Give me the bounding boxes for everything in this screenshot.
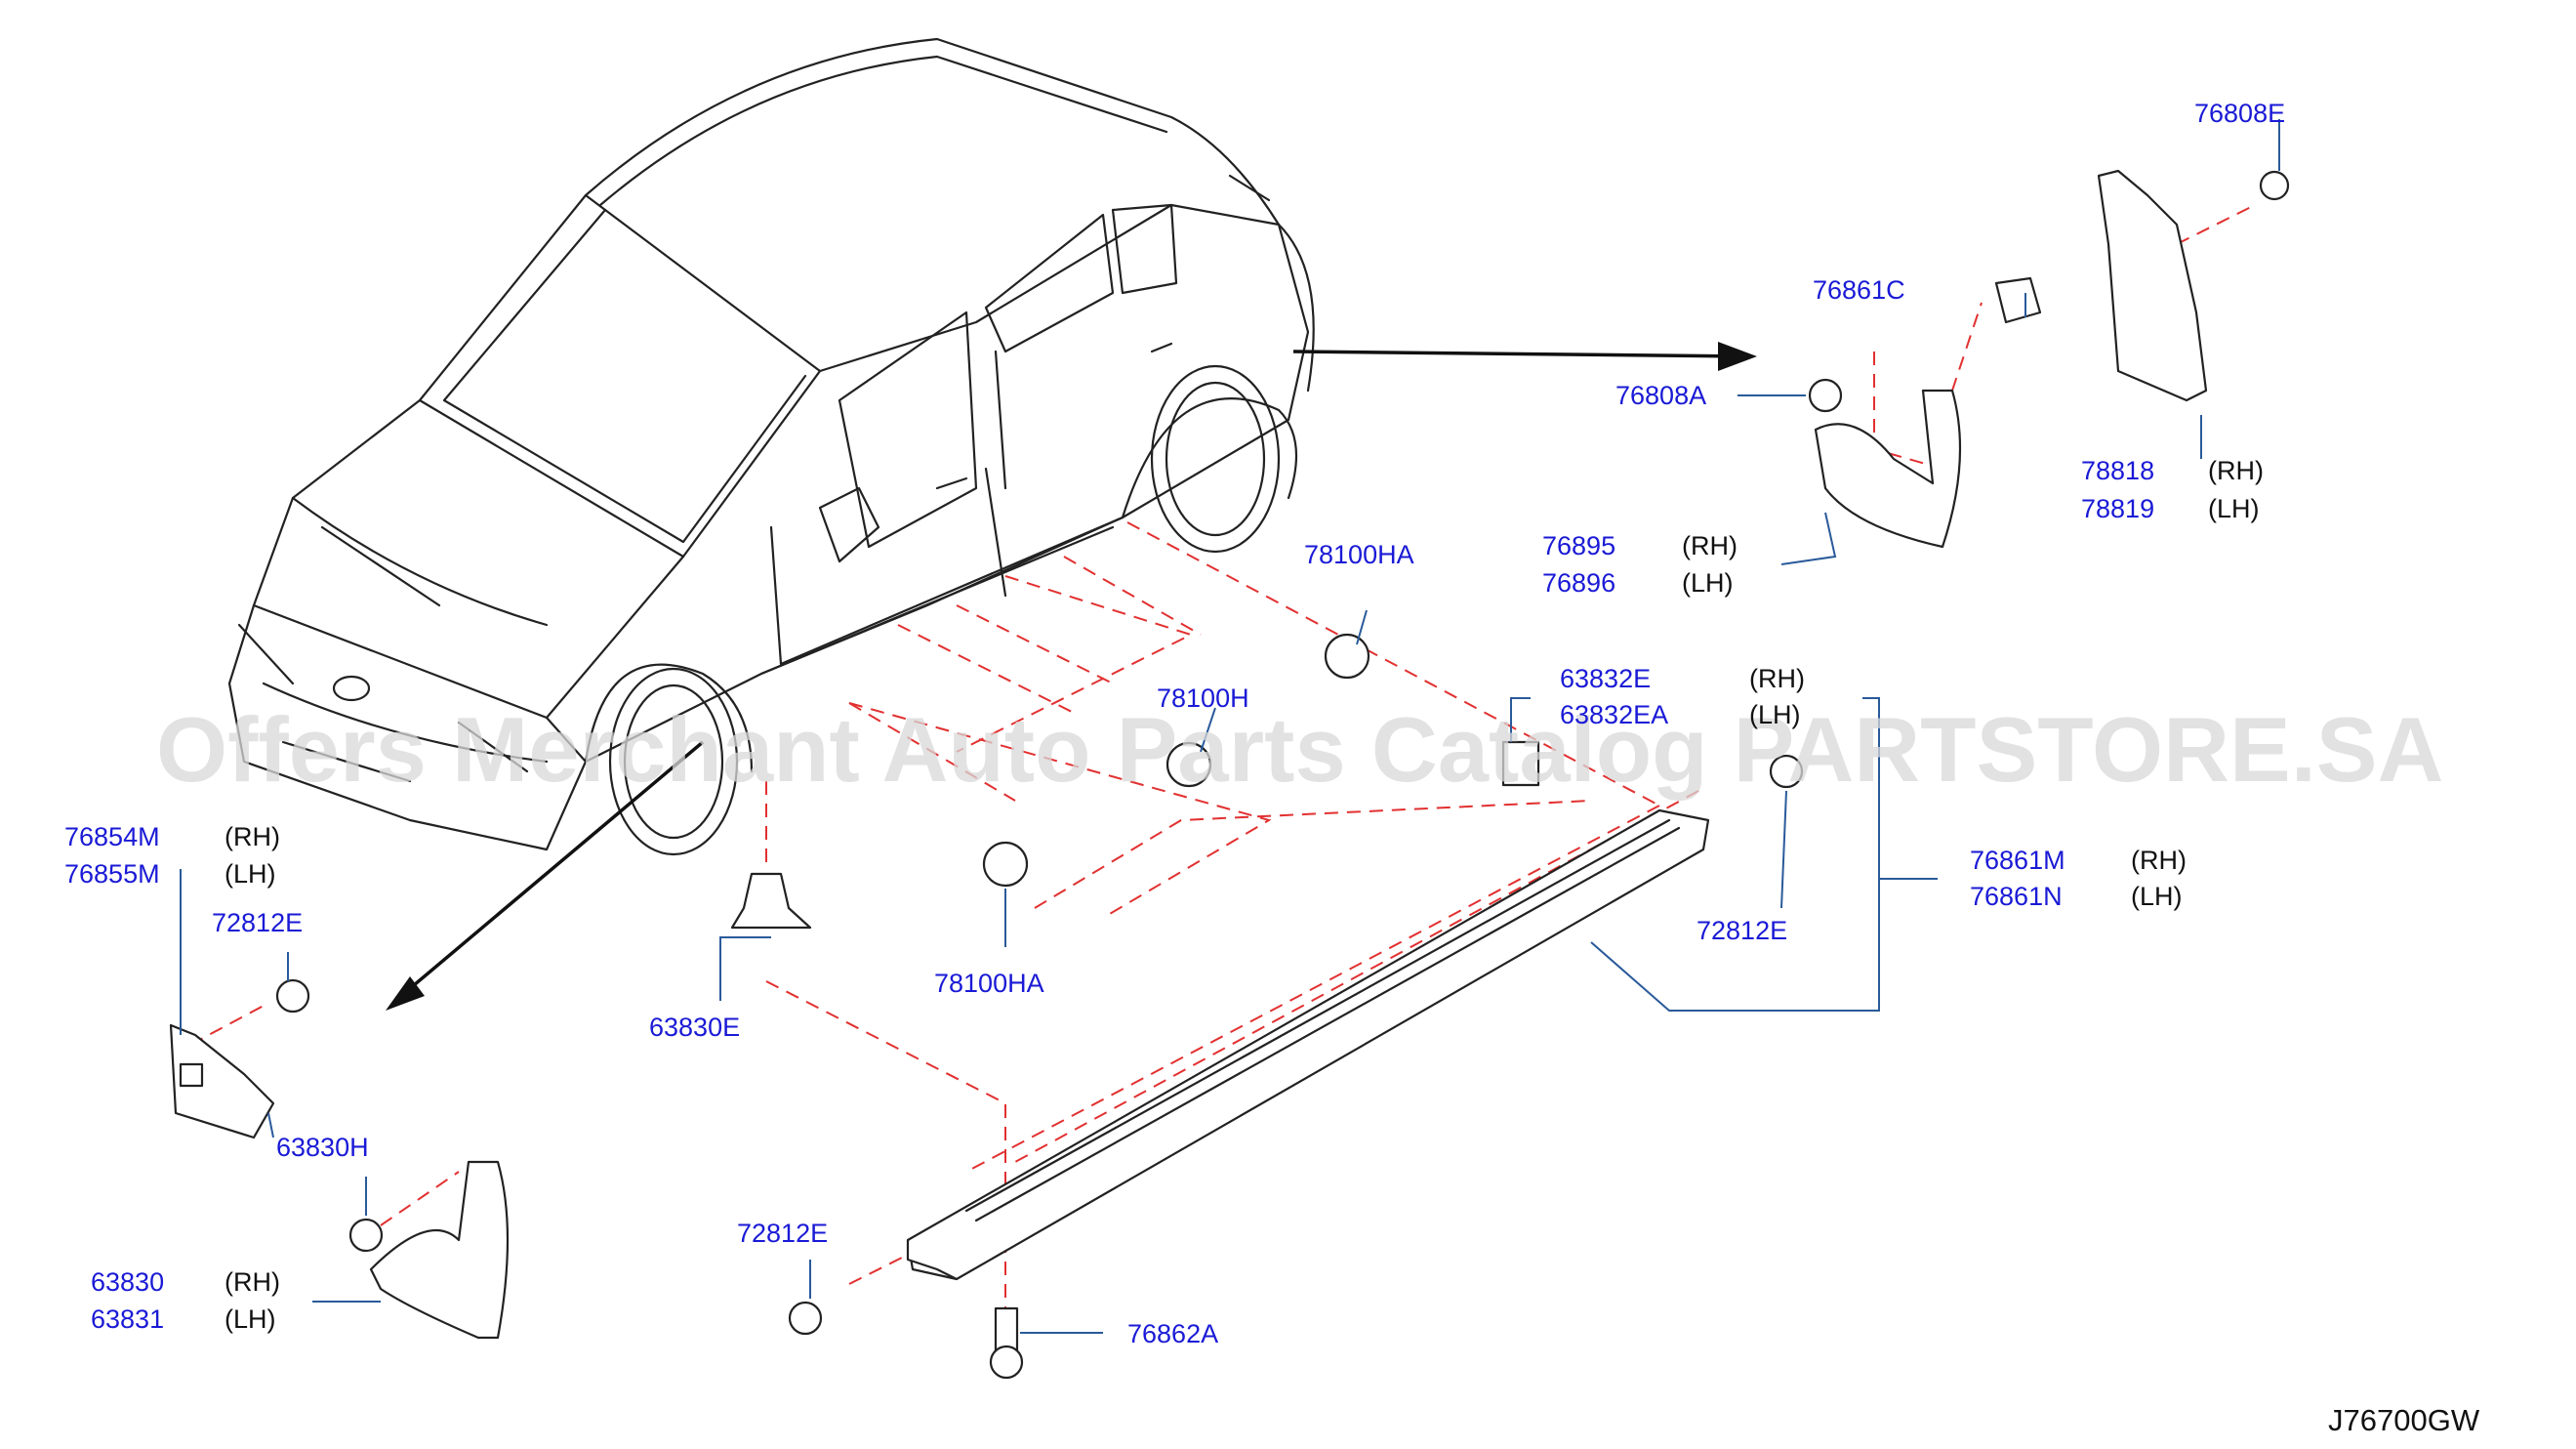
side-76861M: (RH) xyxy=(2131,846,2187,875)
side-78818: (RH) xyxy=(2208,456,2264,485)
front-mud-flap xyxy=(369,1160,510,1340)
label-63830[interactable]: 63830 xyxy=(91,1267,164,1297)
label-76895[interactable]: 76895 xyxy=(1542,531,1615,560)
side-76855M: (LH) xyxy=(225,859,276,889)
label-72812E-right[interactable]: 72812E xyxy=(1697,916,1787,945)
side-76861N: (LH) xyxy=(2131,882,2183,911)
label-78818[interactable]: 78818 xyxy=(2081,456,2154,485)
side-63832EA: (LH) xyxy=(1749,700,1801,729)
label-63832EA[interactable]: 63832EA xyxy=(1560,700,1668,729)
front-mud-bracket xyxy=(169,1023,275,1139)
rear-splash-shield xyxy=(2097,169,2208,402)
label-76854M[interactable]: 76854M xyxy=(64,822,160,851)
label-78100HA-top[interactable]: 78100HA xyxy=(1304,540,1414,569)
assembly-dashed-lines xyxy=(189,204,2256,1318)
vehicle-illustration xyxy=(227,37,1315,856)
callout-arrows xyxy=(386,342,1757,1011)
label-76861M[interactable]: 76861M xyxy=(1970,846,2065,875)
label-63831[interactable]: 63831 xyxy=(91,1304,164,1334)
label-76862A[interactable]: 76862A xyxy=(1127,1319,1218,1348)
label-76896[interactable]: 76896 xyxy=(1542,568,1615,598)
label-72812E-bottom[interactable]: 72812E xyxy=(737,1219,828,1248)
side-76854M: (RH) xyxy=(225,822,280,851)
label-76808E[interactable]: 76808E xyxy=(2194,99,2285,128)
rear-bracket xyxy=(1994,276,2042,324)
label-63830E[interactable]: 63830E xyxy=(649,1013,740,1042)
label-72812E-left[interactable]: 72812E xyxy=(212,908,303,937)
side-78819: (LH) xyxy=(2208,494,2260,523)
side-63832E: (RH) xyxy=(1749,664,1805,693)
label-78100HA-bottom[interactable]: 78100HA xyxy=(934,969,1044,998)
leader-lines xyxy=(180,119,2280,1334)
label-76855M[interactable]: 76855M xyxy=(64,859,160,889)
side-76895: (RH) xyxy=(1682,531,1738,560)
label-78819[interactable]: 78819 xyxy=(2081,494,2154,523)
label-76808A[interactable]: 76808A xyxy=(1615,381,1706,410)
label-78100H[interactable]: 78100H xyxy=(1157,683,1249,713)
watermark: Offers Merchant Auto Parts Catalog PARTS… xyxy=(156,698,2443,801)
label-63830H[interactable]: 63830H xyxy=(276,1133,369,1162)
part-labels: 76808E 76861C 76808A 78818 (RH) 78819 (L… xyxy=(64,99,2285,1348)
diagram-reference-code: J76700GW xyxy=(2328,1403,2480,1437)
rear-mud-flap xyxy=(1814,389,1962,549)
side-63830: (RH) xyxy=(225,1267,280,1297)
side-63831: (LH) xyxy=(225,1304,276,1334)
clips xyxy=(275,170,2290,1380)
label-63832E[interactable]: 63832E xyxy=(1560,664,1651,693)
side-sill-protector xyxy=(906,808,1710,1281)
label-76861N[interactable]: 76861N xyxy=(1970,882,2063,911)
side-76896: (LH) xyxy=(1682,568,1734,598)
label-76861C[interactable]: 76861C xyxy=(1813,275,1905,305)
